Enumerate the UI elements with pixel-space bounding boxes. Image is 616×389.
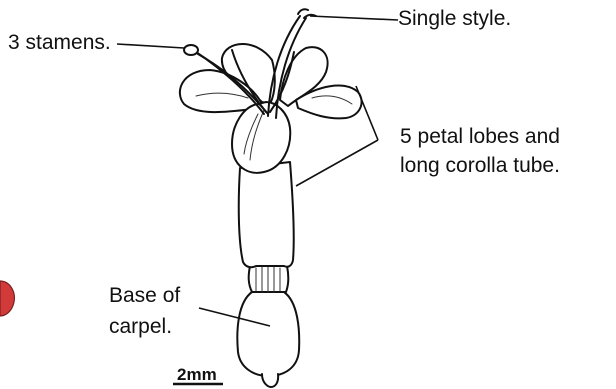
- corolla-ring: [249, 266, 289, 292]
- stamens-label: 3 stamens.: [8, 31, 111, 54]
- style-label: Single style.: [398, 7, 511, 30]
- petals-leader-b: [356, 86, 378, 140]
- petals-label-line2: long corolla tube.: [400, 154, 560, 177]
- stamens-leader: [117, 44, 184, 48]
- scale-bar: 2mm: [173, 365, 223, 384]
- base-label-line1: Base of: [109, 284, 180, 307]
- base-label-line2: carpel.: [109, 315, 172, 338]
- carpel-base: [237, 292, 299, 387]
- petals-leader-a: [296, 140, 378, 186]
- style-leader: [310, 16, 398, 20]
- scale-label: 2mm: [177, 365, 217, 384]
- petals-label-line1: 5 petal lobes and: [400, 125, 560, 148]
- edge-mark-icon: [0, 281, 14, 316]
- corolla-tube: [239, 162, 294, 267]
- petal-lobes: [180, 44, 362, 173]
